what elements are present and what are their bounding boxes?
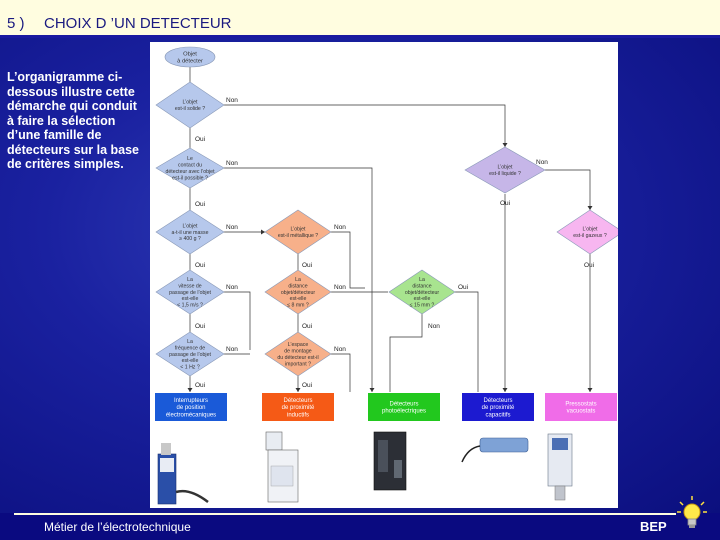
pressure-switch-product-icon xyxy=(547,433,573,501)
start-node xyxy=(164,46,216,68)
label-photo-no: Non xyxy=(428,323,440,330)
label-contact-no: Non xyxy=(226,160,238,167)
label-solid-no: Non xyxy=(226,97,238,104)
footer-text: Métier de l’électrotechnique xyxy=(44,520,191,534)
section-number: 5 ) xyxy=(7,15,25,32)
decision-contact xyxy=(155,147,225,189)
decision-mass xyxy=(155,209,225,255)
footer-divider xyxy=(14,513,676,515)
arrow-mass-metallic xyxy=(261,229,265,235)
label-gaseous-yes: Oui xyxy=(584,262,594,269)
label-liquid-yes: Oui xyxy=(500,200,510,207)
result-capacitive xyxy=(462,393,534,421)
label-distance-yes: Oui xyxy=(302,323,312,330)
label-liquid-no: Non xyxy=(536,159,548,166)
photoelectric-sensor-product-icon xyxy=(373,431,407,491)
arrow-liquid-capacitive xyxy=(502,388,508,392)
decision-distance-inductive xyxy=(264,269,332,315)
label-solid-yes: Oui xyxy=(195,136,205,143)
label-metallic-yes: Oui xyxy=(302,262,312,269)
result-pressure xyxy=(545,393,617,421)
arrow-gaseous-pressure xyxy=(587,388,593,392)
page-title: CHOIX D ’UN DETECTEUR xyxy=(44,15,232,32)
label-frequency-yes: Oui xyxy=(195,382,205,389)
decision-solid xyxy=(155,81,225,129)
lightbulb-icon xyxy=(677,496,707,528)
label-distance-no: Non xyxy=(334,284,346,291)
header-bar: 5 ) CHOIX D ’UN DETECTEUR xyxy=(0,0,720,38)
label-speed-yes: Oui xyxy=(195,323,205,330)
decision-speed xyxy=(155,269,225,315)
capacitive-sensor-product-icon xyxy=(461,437,529,463)
label-frequency-no: Non xyxy=(226,346,238,353)
decision-frequency xyxy=(155,331,225,377)
decision-metallic xyxy=(264,209,332,255)
arrow-space-inductive xyxy=(295,388,301,392)
label-photo-yes: Oui xyxy=(458,284,468,291)
decision-gaseous xyxy=(556,209,624,255)
label-speed-no: Non xyxy=(226,284,238,291)
result-limit-switch xyxy=(155,393,227,421)
label-space-no: Non xyxy=(334,346,346,353)
result-inductive xyxy=(262,393,334,421)
connector-photo-capacitive xyxy=(455,291,479,392)
connector-metallic-no xyxy=(331,231,365,289)
label-metallic-no: Non xyxy=(334,224,346,231)
arrow-frequency-result xyxy=(187,388,193,392)
label-space-yes: Oui xyxy=(302,382,312,389)
label-contact-yes: Oui xyxy=(195,201,205,208)
decision-liquid xyxy=(464,146,546,194)
footer-badge: BEP xyxy=(640,519,667,534)
label-mass-no: Non xyxy=(226,224,238,231)
connector-solid-liquid xyxy=(223,104,506,147)
limit-switch-product-icon xyxy=(157,443,209,505)
connector-contact-photo xyxy=(223,167,373,392)
connector-space-no xyxy=(331,353,351,392)
connector-liquid-gaseous xyxy=(545,169,591,210)
inductive-sensor-product-icon xyxy=(265,431,299,503)
connector-photo-no xyxy=(389,314,423,392)
arrow-liquid-gaseous xyxy=(587,206,593,210)
decision-space xyxy=(264,331,332,377)
result-photoelectric xyxy=(368,393,440,421)
arrow-solid-liquid xyxy=(502,143,508,147)
intro-text: L’organigramme ci-dessous illustre cette… xyxy=(7,70,140,171)
label-mass-yes: Oui xyxy=(195,262,205,269)
arrow-contact-photo xyxy=(369,388,375,392)
decision-distance-photo xyxy=(388,269,456,315)
connector-speed-no xyxy=(223,291,251,350)
